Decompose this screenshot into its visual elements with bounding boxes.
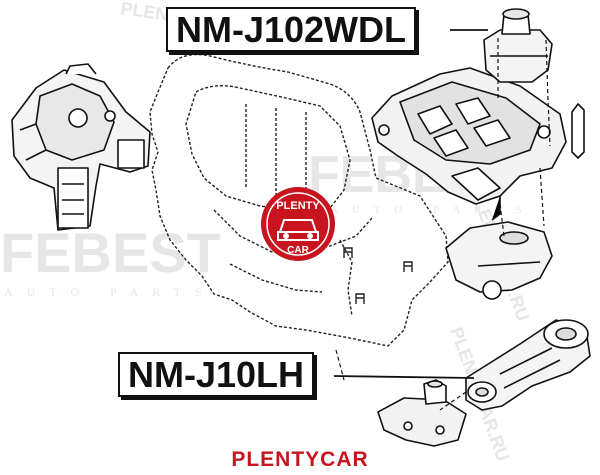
watermark-sub-left: AUTO PARTS	[4, 285, 216, 299]
left-mount-bracket	[11, 63, 151, 231]
part-label-bottom: NM-J10LH	[118, 352, 315, 397]
footer-brand: PLENTYCAR	[231, 448, 369, 471]
car-icon	[277, 219, 319, 241]
engine-clips	[343, 247, 413, 304]
part-label-top: NM-J102WDL	[166, 7, 417, 52]
watermark-sub-right: AUTO PARTS	[330, 204, 536, 216]
bottom-mount-leaders	[333, 349, 475, 411]
lower-cup-mount	[445, 221, 553, 293]
plentycar-logo: PLENTY CAR	[261, 187, 335, 261]
logo-line1: PLENTY	[276, 200, 320, 212]
torque-rod-mount	[377, 319, 591, 447]
logo-line2: CAR	[287, 245, 309, 256]
top-mount-leaders	[450, 29, 551, 237]
watermark-brand-left: FEBEST	[0, 221, 221, 284]
torque-rod-bracket	[377, 397, 467, 447]
top-right-mount	[371, 8, 585, 300]
